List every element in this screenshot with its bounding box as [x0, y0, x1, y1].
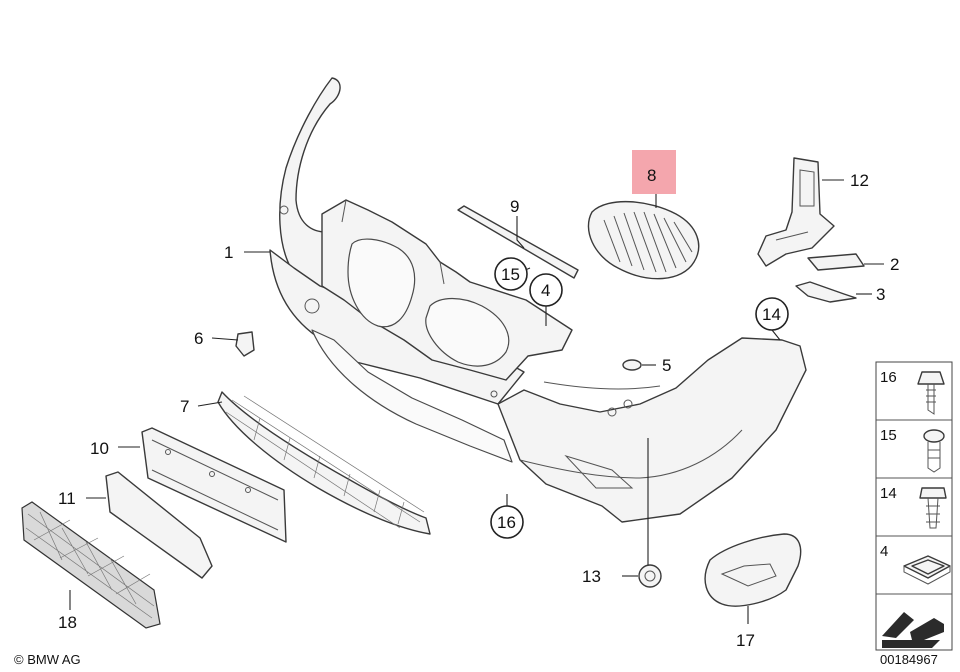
screw-14-icon — [919, 487, 947, 529]
callouts-plain: 1 6 7 10 11 18 9 8 12 2 3 5 13 17 — [58, 166, 899, 650]
lower-grille — [217, 391, 431, 535]
callout-5: 5 — [662, 356, 671, 375]
screw-15-icon — [923, 429, 945, 473]
callout-6: 6 — [194, 329, 203, 348]
kidney-grille — [587, 201, 700, 280]
clip-6 — [235, 331, 255, 357]
callout-15: 15 — [501, 265, 520, 284]
callout-2: 2 — [890, 255, 899, 274]
bumper-cover-right — [490, 337, 807, 523]
callout-14: 14 — [762, 305, 781, 324]
bracket-17 — [704, 533, 802, 607]
callout-11: 11 — [58, 489, 76, 508]
bracket-2 — [807, 253, 865, 271]
callout-1: 1 — [224, 243, 233, 262]
fastener-label-15: 15 — [880, 427, 897, 444]
callout-10: 10 — [90, 439, 109, 458]
callout-4: 4 — [541, 281, 550, 300]
lattice-carrier — [21, 501, 161, 629]
screw-16-icon — [917, 371, 945, 415]
plug-5 — [622, 359, 642, 371]
bumper-center-carrier — [321, 199, 573, 381]
nut-13 — [638, 564, 662, 588]
callout-18: 18 — [58, 613, 77, 632]
callout-8: 8 — [647, 166, 656, 185]
fastener-label-4: 4 — [880, 543, 888, 560]
license-plate-holder — [105, 471, 213, 579]
callout-3: 3 — [876, 285, 885, 304]
fastener-column: 16 15 14 4 — [875, 361, 953, 651]
fastener-label-16: 16 — [880, 369, 897, 386]
highlight-box — [632, 150, 676, 194]
leader-lines — [69, 179, 884, 624]
callout-13: 13 — [582, 567, 601, 586]
callout-9: 9 — [510, 197, 519, 216]
callouts-circled: 15 4 14 16 — [490, 257, 789, 539]
bracket-12 — [757, 157, 835, 267]
callout-16: 16 — [497, 513, 516, 532]
clip-nut-4-icon — [903, 555, 951, 585]
drawing-number: 00184967 — [880, 652, 938, 667]
direction-arrow-icon — [882, 612, 944, 648]
copyright-label: © BMW AG — [14, 652, 81, 667]
bracket-3 — [795, 281, 857, 303]
callout-12: 12 — [850, 171, 869, 190]
callout-17: 17 — [736, 631, 755, 650]
license-plate-base — [141, 427, 287, 543]
bumper-lower-lip — [311, 329, 513, 463]
trim-strip — [457, 205, 579, 279]
callout-7: 7 — [180, 397, 189, 416]
fastener-label-14: 14 — [880, 485, 897, 502]
